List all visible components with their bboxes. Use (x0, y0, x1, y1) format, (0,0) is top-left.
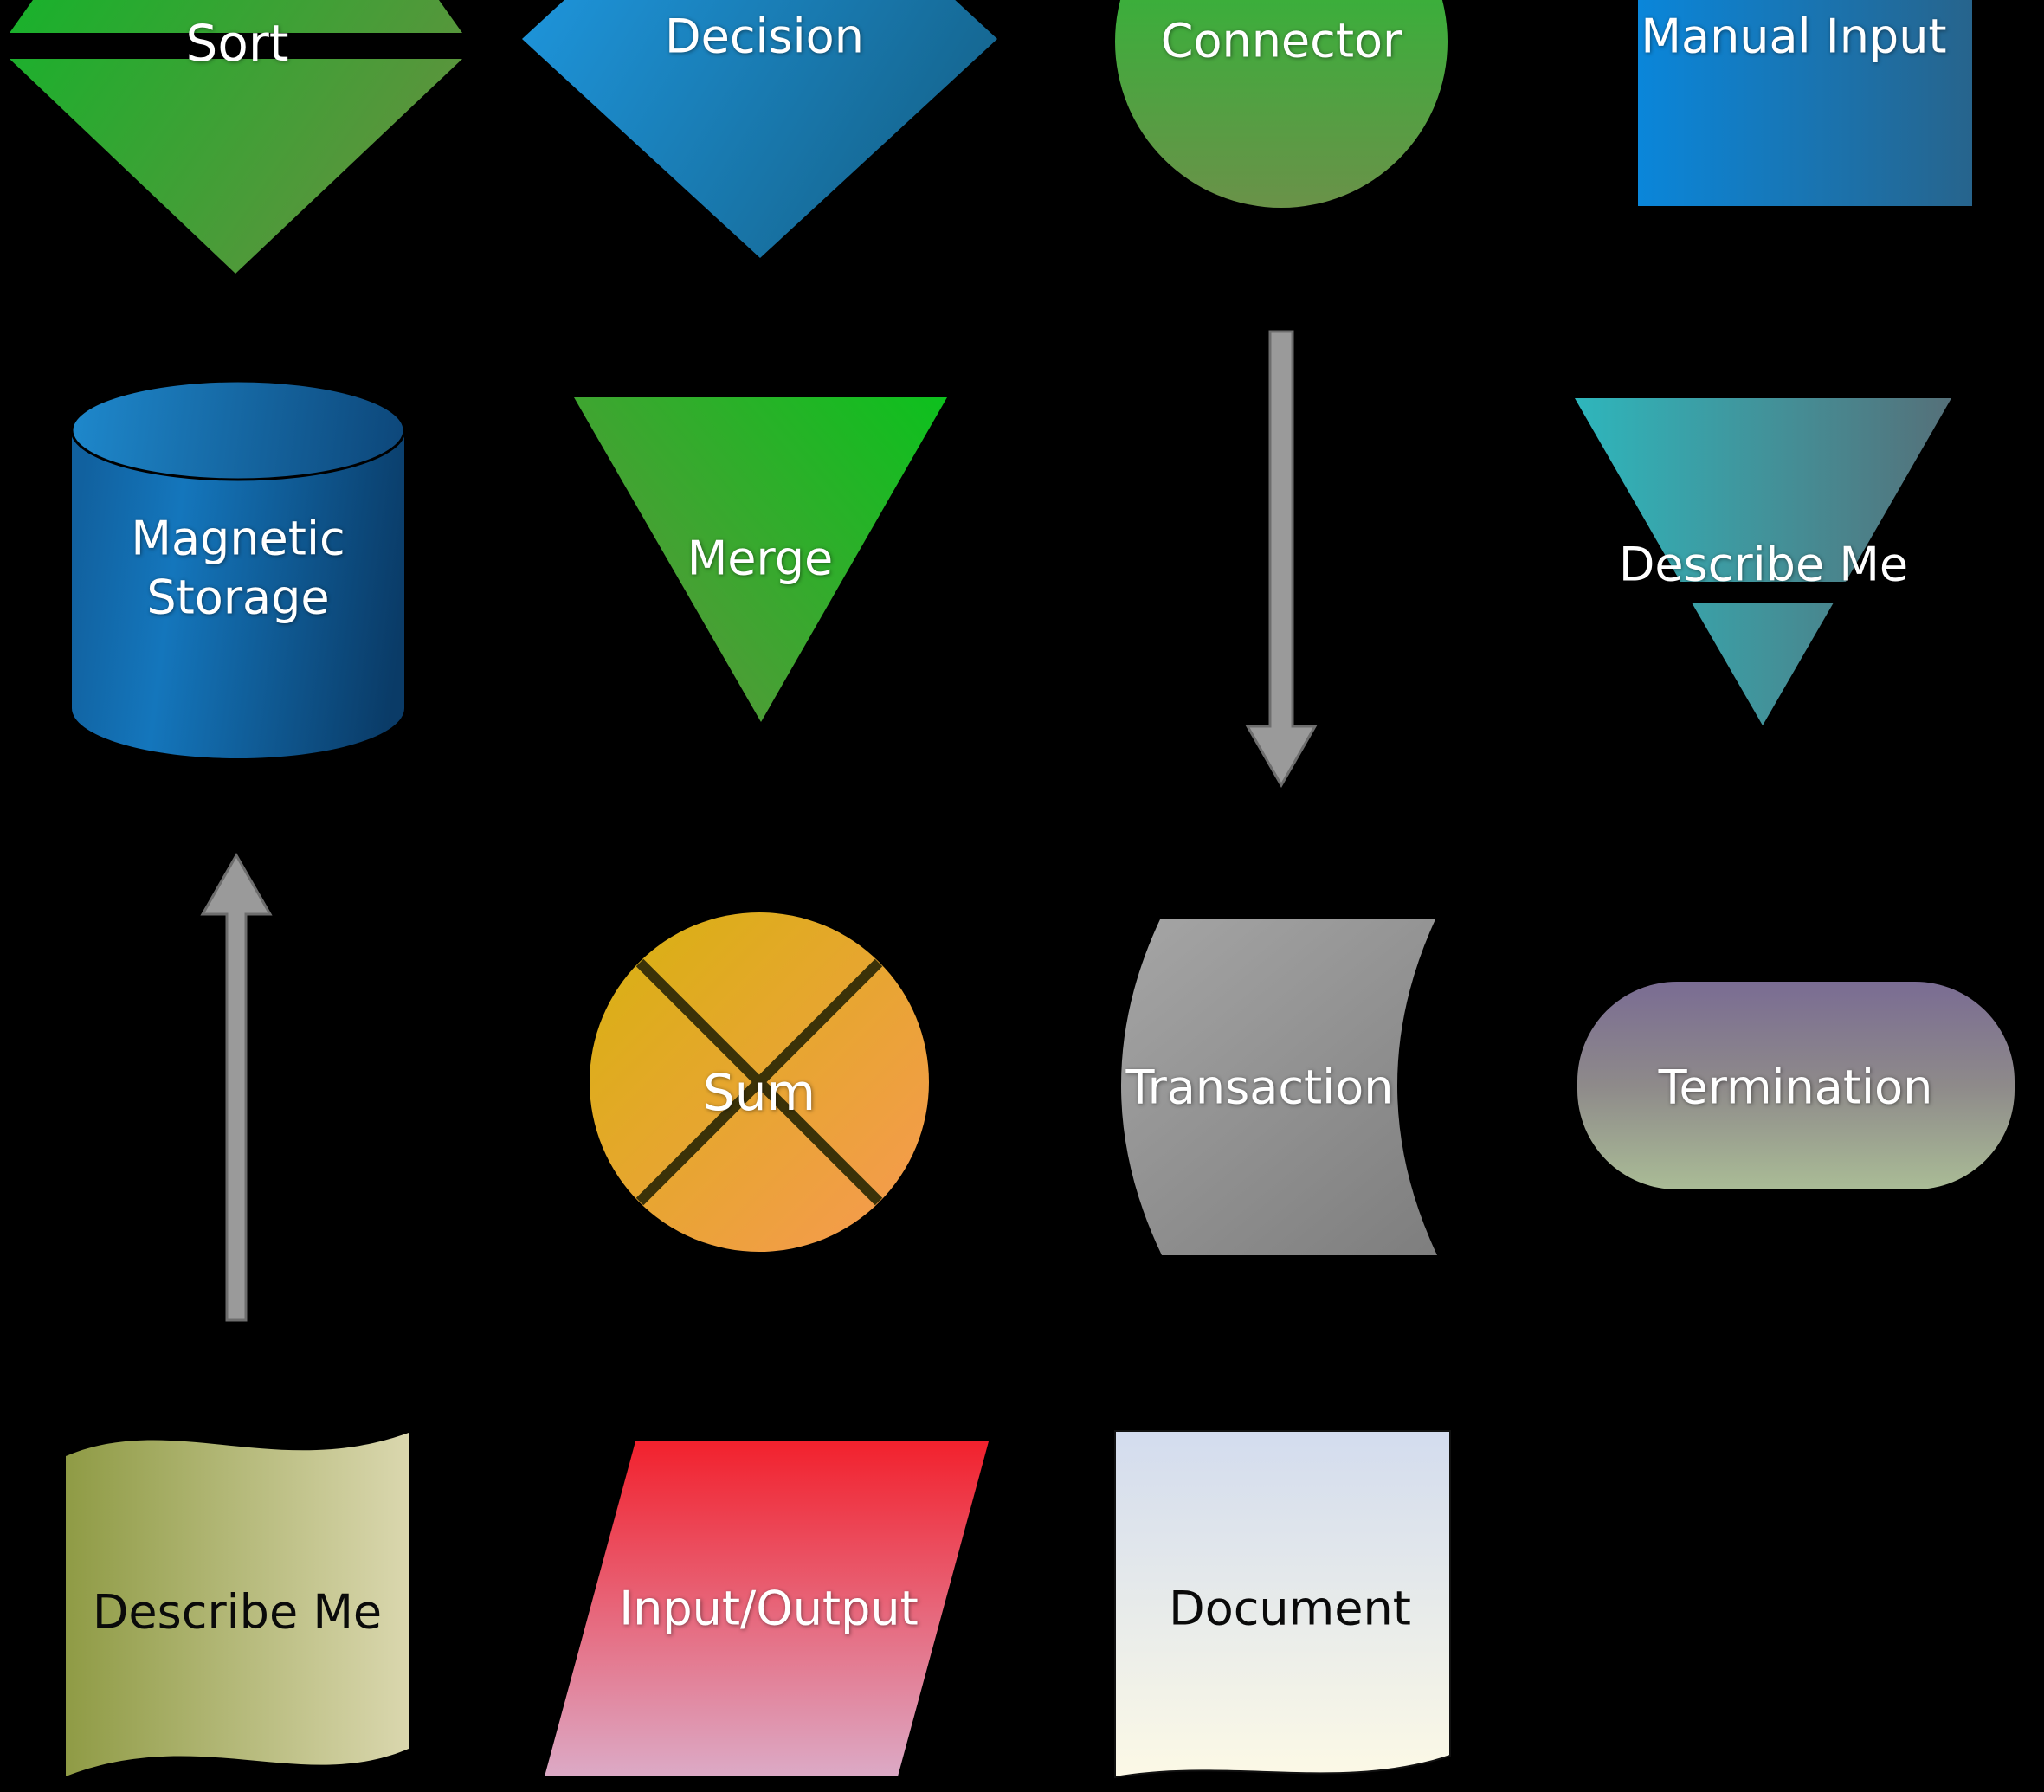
transaction-label: Transaction (1125, 1060, 1394, 1115)
manual-input-shape[interactable] (1638, 0, 1972, 206)
magnetic-storage-body[interactable] (72, 430, 404, 758)
node-decision: Decision (522, 0, 997, 258)
transaction-shape[interactable] (1120, 919, 1437, 1255)
describe-me-sort-label: Describe Me (1619, 538, 1908, 592)
down-arrow[interactable] (1248, 332, 1315, 785)
node-sort: Sort (10, 0, 462, 274)
termination-label: Termination (1658, 1060, 1933, 1115)
decision-label: Decision (665, 10, 864, 64)
sort-shape-upper[interactable] (10, 0, 462, 33)
node-sum: Sum (590, 912, 929, 1252)
input-output-shape[interactable] (545, 1441, 989, 1776)
down-arrow-outline (1245, 330, 1318, 789)
up-arrow[interactable] (203, 855, 270, 1320)
merge-label: Merge (687, 532, 834, 586)
describe-me-sort-upper[interactable] (1575, 398, 1951, 582)
describe-me-sort-lower[interactable] (1692, 603, 1834, 725)
decision-shape[interactable] (522, 0, 997, 258)
up-arrow-outline (200, 852, 273, 1322)
node-document: Document (1114, 1430, 1451, 1779)
node-magnetic-storage: Magnetic Storage (70, 379, 406, 758)
connector-shape[interactable] (1115, 0, 1448, 208)
node-termination: Termination (1577, 982, 2015, 1189)
node-input-output: Input/Output (545, 1441, 989, 1776)
node-merge: Merge (574, 397, 947, 722)
magnetic-storage-label-line1: Magnetic (131, 512, 345, 566)
node-describe-me-sort: Describe Me (1575, 398, 1951, 725)
sum-label: Sum (703, 1063, 816, 1122)
node-manual-input: Manual Input (1638, 0, 1972, 206)
node-transaction: Transaction (1120, 919, 1437, 1255)
merge-shape[interactable] (574, 397, 947, 722)
describe-me-flag-label: Describe Me (93, 1585, 382, 1640)
node-connector: Connector (1115, 0, 1448, 208)
node-describe-me-flag: Describe Me (66, 1433, 409, 1776)
document-shape[interactable] (1114, 1430, 1451, 1779)
magnetic-storage-label-line2: Storage (146, 570, 329, 625)
magnetic-storage-top[interactable] (70, 379, 406, 481)
sort-shape-lower[interactable] (10, 59, 462, 274)
connector-label: Connector (1161, 14, 1402, 68)
sum-cross-line-2 (635, 958, 883, 1206)
input-output-label: Input/Output (619, 1582, 919, 1636)
termination-shape[interactable] (1577, 982, 2015, 1189)
manual-input-label: Manual Input (1641, 10, 1946, 64)
document-label: Document (1169, 1582, 1411, 1636)
sort-label: Sort (186, 14, 289, 73)
describe-me-flag-shape[interactable] (66, 1433, 409, 1776)
